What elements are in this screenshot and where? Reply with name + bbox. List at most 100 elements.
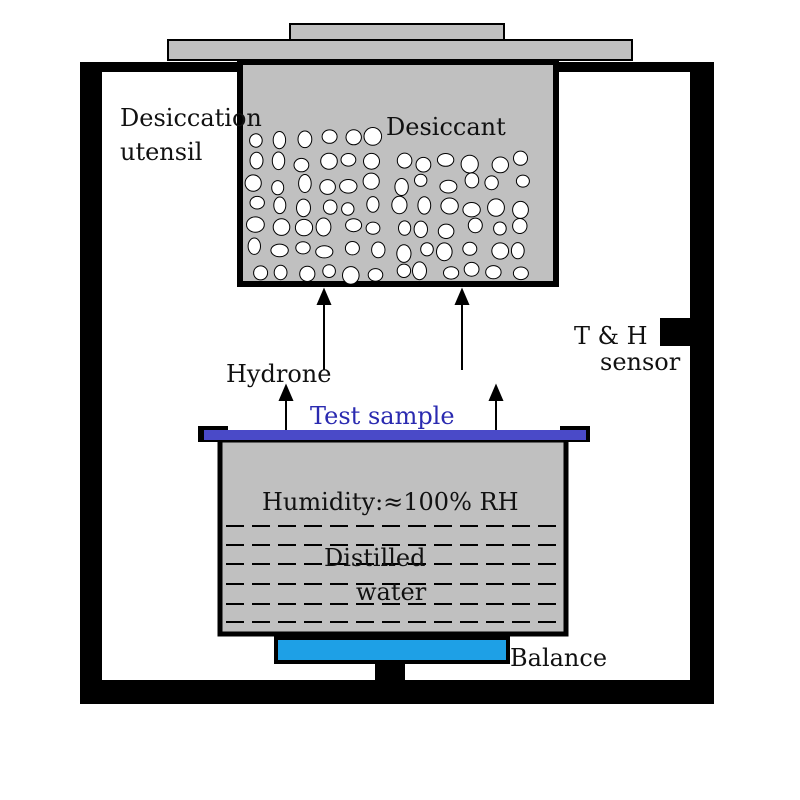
desiccant-pellet <box>270 243 289 258</box>
desiccant-pellet <box>322 199 338 215</box>
desiccant-pellet <box>510 242 525 260</box>
desiccant-pellet <box>396 152 413 169</box>
desiccant-pellet <box>271 151 286 171</box>
arrow-up-right-top <box>454 287 470 370</box>
desiccant-pellet <box>398 220 412 236</box>
desiccant-pellet <box>371 241 386 259</box>
water-lines <box>226 525 560 623</box>
desiccant-pellet <box>463 261 480 277</box>
desiccant-pellet <box>295 241 311 255</box>
desiccant-pellet <box>273 264 288 281</box>
desiccant-pellet <box>443 266 460 280</box>
desiccant-pellet <box>437 223 455 240</box>
desiccant-pellet <box>246 216 265 233</box>
desiccant-pellet <box>339 179 358 194</box>
desiccant-pellet <box>439 179 458 194</box>
lid-plate <box>167 39 633 61</box>
desiccant-pellet <box>249 133 263 148</box>
desiccant-pellet <box>253 265 269 281</box>
desiccant-pellet <box>321 129 338 144</box>
desiccant-pellet <box>340 153 357 167</box>
chamber-top-wall-right <box>555 62 714 72</box>
desiccant-pellet <box>293 157 310 173</box>
utensil-container <box>237 59 559 287</box>
test-sample-label: Test sample <box>310 402 455 430</box>
desiccant-pellet <box>415 156 432 173</box>
desiccant-pellet <box>485 265 502 280</box>
desiccant-pellet <box>299 265 316 282</box>
desiccation-utensil-label-line2: utensil <box>120 138 202 166</box>
th-sensor-block <box>660 318 692 346</box>
desiccant-pellet <box>414 173 428 187</box>
desiccant-pellet <box>436 153 455 167</box>
desiccant-pellet <box>249 151 264 170</box>
desiccant-pellet <box>247 237 262 255</box>
desiccant-pellet <box>413 220 428 239</box>
hydrone-label: Hydrone <box>226 360 331 388</box>
desiccant-pellet <box>341 202 355 216</box>
desiccant-pellet <box>319 179 336 195</box>
desiccant-pellet <box>296 198 311 218</box>
desiccant-pellet <box>462 202 481 218</box>
desiccant-pellet <box>462 241 478 256</box>
desiccant-pellet <box>467 217 483 234</box>
desiccant-pellet <box>315 245 334 259</box>
desiccant-pellet <box>272 218 291 236</box>
desiccant-pellet <box>344 241 360 256</box>
desiccant-pellet <box>367 268 384 282</box>
desiccant-pellet <box>515 174 530 188</box>
chamber-left-wall <box>80 62 102 704</box>
desiccant-pellet <box>272 131 287 150</box>
desiccant-pellet <box>512 218 528 234</box>
desiccant-pellet <box>294 218 314 237</box>
water-vessel <box>198 426 590 637</box>
desiccant-pellet <box>417 196 432 215</box>
th-sensor-label-line2: sensor <box>600 348 681 376</box>
desiccant-pellet <box>362 172 380 190</box>
desiccant-pellet <box>273 196 287 215</box>
chamber-right-wall <box>690 62 714 704</box>
desiccant-pellets <box>244 126 530 285</box>
distilled-water-label-line2: water <box>356 578 427 606</box>
desiccant-pellet <box>412 261 427 281</box>
desiccant-pellet <box>320 152 338 170</box>
balance-plate <box>274 636 510 664</box>
desiccant-pellet <box>249 195 265 210</box>
arrow-up-left-top <box>316 287 332 370</box>
chamber-lid <box>167 23 633 61</box>
humidity-label: Humidity:≈100% RH <box>262 488 519 516</box>
desiccant-pellet <box>513 150 528 166</box>
desiccant-pellet <box>464 172 480 189</box>
desiccant-pellet <box>493 221 507 236</box>
desiccant-pellet <box>491 242 510 260</box>
desiccant-pellet <box>391 195 408 215</box>
desiccant-pellet <box>365 221 381 235</box>
desiccant-pellet <box>420 242 434 257</box>
desiccant-pellet <box>440 197 459 215</box>
distilled-water-label-line1: Distilled <box>324 544 425 572</box>
desiccant-pellet <box>491 156 509 174</box>
desiccant-pellet <box>345 218 363 233</box>
balance-support <box>375 660 405 690</box>
desiccant-pellet <box>297 130 313 149</box>
desiccant-pellet <box>322 264 336 279</box>
chamber-top-wall-left <box>80 62 240 72</box>
desiccant-pellet <box>298 174 312 193</box>
test-chamber <box>80 62 714 704</box>
desiccant-pellet <box>512 266 529 281</box>
desiccant-pellet <box>271 180 285 196</box>
desiccation-utensil <box>237 59 559 287</box>
desiccant-pellet <box>363 152 380 170</box>
vapor-arrows <box>278 287 504 474</box>
test-sample-bar <box>204 430 586 440</box>
desiccant-pellet <box>342 266 360 285</box>
desiccant-pellet <box>396 263 412 278</box>
desiccant-pellet <box>345 129 362 146</box>
desiccant-pellet <box>436 242 453 262</box>
desiccant-pellet <box>315 217 332 237</box>
desiccant-label: Desiccant <box>386 113 506 141</box>
desiccant-pellet <box>363 126 383 146</box>
desiccant-pellet <box>460 154 479 174</box>
desiccant-pellet <box>512 200 529 219</box>
